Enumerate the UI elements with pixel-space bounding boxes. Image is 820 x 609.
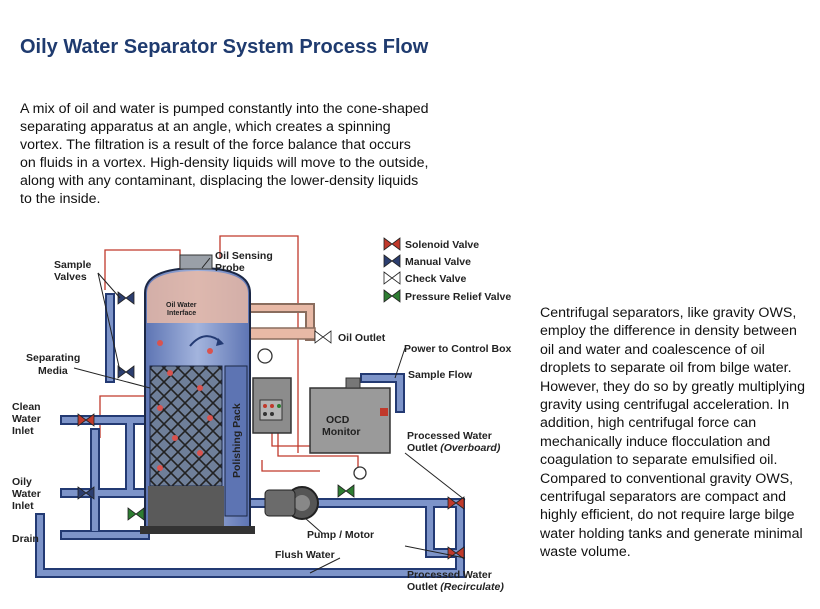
piping [35, 293, 465, 578]
label-flush-water: Flush Water [275, 549, 335, 561]
manual-valve-icon [383, 254, 401, 268]
label-polishing-pack: Polishing Pack [231, 403, 243, 478]
label-oil-water-2: Interface [167, 310, 196, 317]
diagram-labels: Sample Valves Oil Sensing Probe Oil Wate… [12, 250, 511, 593]
polishing-pack [224, 365, 248, 517]
oil-droplets [157, 340, 213, 471]
intro-paragraph: A mix of oil and water is pumped constan… [20, 101, 429, 207]
label-separating-1: Separating [26, 352, 80, 364]
diagram-canvas: Solenoid Valve Manual Valve Check Valve … [12, 235, 511, 593]
side-paragraph: Centrifugal separators, like gravity OWS… [540, 305, 805, 561]
label-oil-sensing-2: Probe [215, 262, 245, 274]
label-processed-recirculate-1: Processed Water [407, 569, 492, 581]
label-processed-overboard-outlet: Outlet [407, 442, 440, 454]
label-oily-2: Water [12, 488, 41, 500]
legend-manual: Manual Valve [405, 256, 471, 268]
label-ocd-1: OCD [326, 414, 350, 426]
solenoid-valve-icon [383, 237, 401, 251]
legend-solenoid: Solenoid Valve [405, 239, 479, 251]
label-processed-recirculate-2: Outlet (Recirculate) [407, 581, 504, 593]
label-sample-valves-2: Valves [54, 271, 87, 283]
label-sample-flow: Sample Flow [408, 369, 473, 381]
label-sample-valves-1: Sample [54, 259, 92, 271]
process-flow-diagram: Solenoid Valve Manual Valve Check Valve … [10, 228, 522, 600]
label-oil-water-1: Oil Water [166, 302, 197, 309]
label-ocd-2: Monitor [322, 426, 361, 438]
label-processed-overboard-1: Processed Water [407, 430, 492, 442]
label-processed-overboard-2: Outlet (Overboard) [407, 442, 501, 454]
valves [77, 291, 465, 560]
label-oil-outlet: Oil Outlet [338, 332, 386, 344]
label-power: Power to Control Box [404, 343, 511, 355]
separator-tank [140, 254, 255, 534]
label-pump-motor: Pump / Motor [307, 529, 374, 541]
pressure-relief-valve-icon [383, 289, 401, 303]
label-oily-3: Inlet [12, 500, 34, 512]
label-separating-2: Media [38, 365, 68, 377]
label-drain: Drain [12, 533, 39, 545]
label-oil-sensing-1: Oil Sensing [215, 250, 273, 262]
legend-relief: Pressure Relief Valve [405, 291, 511, 303]
label-processed-recirculate-3: (Recirculate) [440, 581, 504, 593]
leader-lines [73, 257, 466, 574]
label-clean-3: Inlet [12, 425, 34, 437]
pump-motor [264, 486, 319, 520]
control-box [252, 377, 292, 434]
label-oily-1: Oily [12, 476, 32, 488]
label-clean-1: Clean [12, 401, 41, 413]
label-clean-2: Water [12, 413, 41, 425]
pressure-gauges [257, 348, 367, 480]
label-processed-recirculate-outlet: Outlet [407, 581, 440, 593]
label-processed-overboard-3: (Overboard) [440, 442, 501, 454]
legend-check: Check Valve [405, 273, 466, 285]
valve-legend: Solenoid Valve Manual Valve Check Valve … [383, 237, 511, 303]
page-title: Oily Water Separator System Process Flow [20, 36, 429, 58]
check-valve-icon [383, 271, 401, 285]
ocd-monitor [309, 377, 391, 454]
